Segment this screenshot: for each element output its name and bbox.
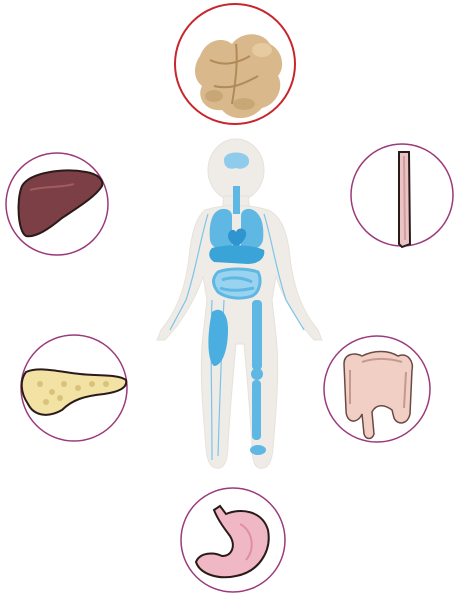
pancreas-organ-circle [21, 335, 127, 441]
colon-organ-circle [324, 336, 430, 442]
human-body-anatomy-icon [157, 139, 322, 468]
esophagus-organ-circle [351, 144, 453, 247]
esophagus-tube-icon [399, 152, 410, 247]
stomach-organ-circle [181, 488, 285, 592]
ginger-organ-circle [175, 4, 295, 124]
liver-organ-circle [6, 153, 108, 255]
